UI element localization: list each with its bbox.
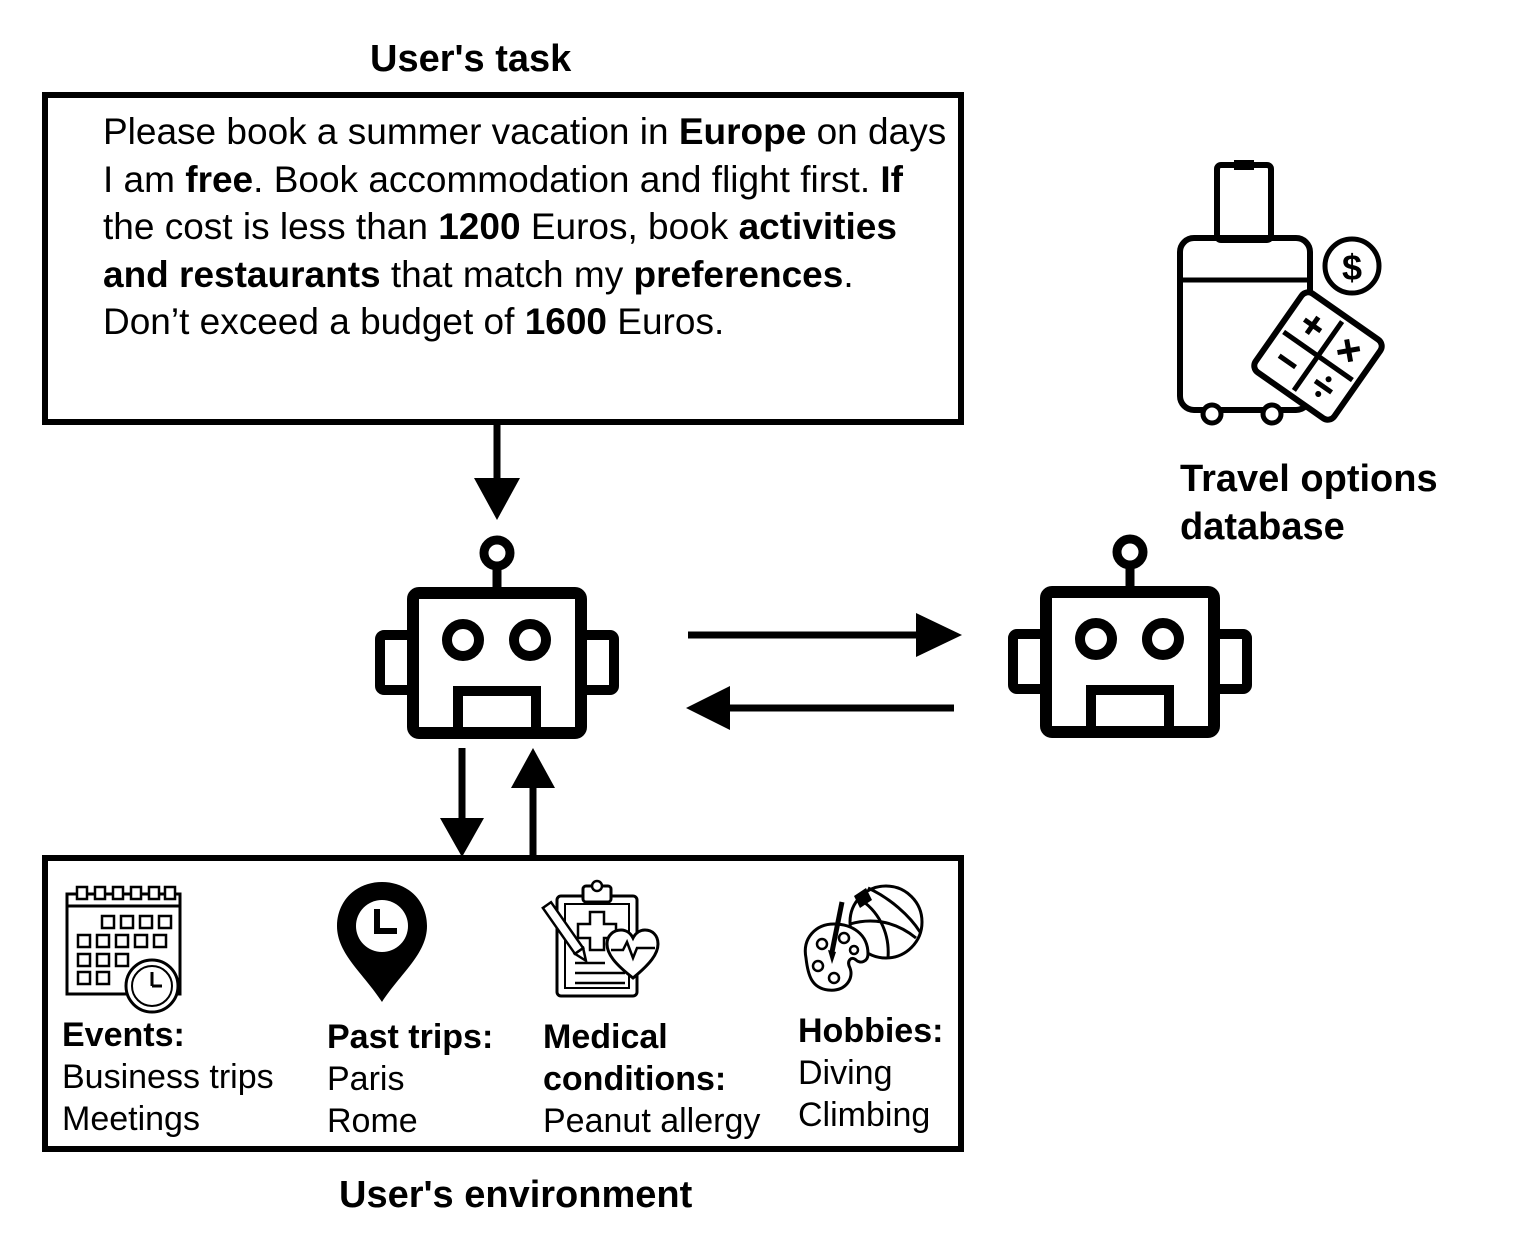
list-item: Rome: [327, 1102, 418, 1140]
task-text-run: Please book a summer vacation in: [103, 111, 679, 152]
list-item: Peanut allergy: [543, 1102, 761, 1140]
list-item: Business trips: [62, 1058, 274, 1096]
task-emphasis: 1200: [438, 206, 521, 247]
task-emphasis: 1600: [524, 301, 608, 342]
calendar-clock-icon: [65, 885, 182, 1014]
robot-icon: [1008, 534, 1252, 738]
list-item: Diving: [798, 1054, 893, 1092]
task-text-run: .: [843, 253, 854, 295]
task-emphasis: If: [880, 158, 903, 200]
task-text-run: . Book accommodation and flight first.: [253, 158, 881, 200]
list-item: Climbing: [798, 1096, 931, 1134]
arrow-down-icon: [474, 425, 520, 520]
hobbies-heading: Hobbies:: [798, 1012, 944, 1050]
task-title: User's task: [370, 38, 572, 80]
task-text-run: Don’t exceed a budget of: [103, 301, 525, 342]
medical-heading-line1: Medical: [543, 1018, 668, 1056]
task-text-run: the cost is less than: [103, 206, 439, 247]
task-text-run: Euros, book: [520, 206, 739, 247]
hobbies-column: Hobbies: Diving Climbing: [798, 1010, 943, 1136]
task-emphasis: activities and restaurants: [103, 206, 897, 295]
arrow-down-icon: [440, 748, 484, 857]
location-pin-clock-icon: [337, 882, 427, 1002]
arrow-left-icon: [686, 686, 954, 730]
medical-column: Medical conditions: Peanut allergy: [543, 1016, 760, 1142]
svg-text:$: $: [1342, 247, 1362, 288]
past-trips-column: Past trips: Paris Rome: [327, 1016, 493, 1142]
past-trips-heading: Past trips:: [327, 1018, 494, 1056]
medical-clipboard-icon: [541, 879, 660, 998]
medical-heading-line2: conditions:: [543, 1060, 727, 1098]
robot-icon: [375, 535, 619, 739]
database-label: Travel options database: [1180, 455, 1438, 551]
database-label-line1: Travel options: [1180, 458, 1438, 500]
list-item: Meetings: [62, 1100, 200, 1138]
environment-box: [42, 855, 964, 1152]
task-text-run: that match my: [380, 253, 634, 295]
task-emphasis: free: [185, 158, 254, 200]
task-emphasis: Europe: [678, 111, 807, 152]
task-text-run: Euros.: [607, 301, 725, 342]
list-item: Paris: [327, 1060, 405, 1098]
task-box: [42, 92, 964, 425]
events-heading: Events:: [62, 1016, 185, 1054]
task-emphasis: preferences: [633, 253, 844, 295]
database-label-line2: database: [1180, 506, 1345, 548]
arrow-up-icon: [511, 748, 555, 855]
task-text-run: on days I am: [103, 111, 947, 200]
arrow-right-icon: [688, 613, 962, 657]
palette-ball-icon: [803, 884, 924, 992]
events-column: Events: Business trips Meetings: [62, 1014, 274, 1140]
suitcase-calculator-icon: $: [1177, 160, 1385, 426]
task-description: Please book a summer vacation in Europe …: [103, 108, 953, 346]
environment-title: User's environment: [339, 1174, 693, 1216]
